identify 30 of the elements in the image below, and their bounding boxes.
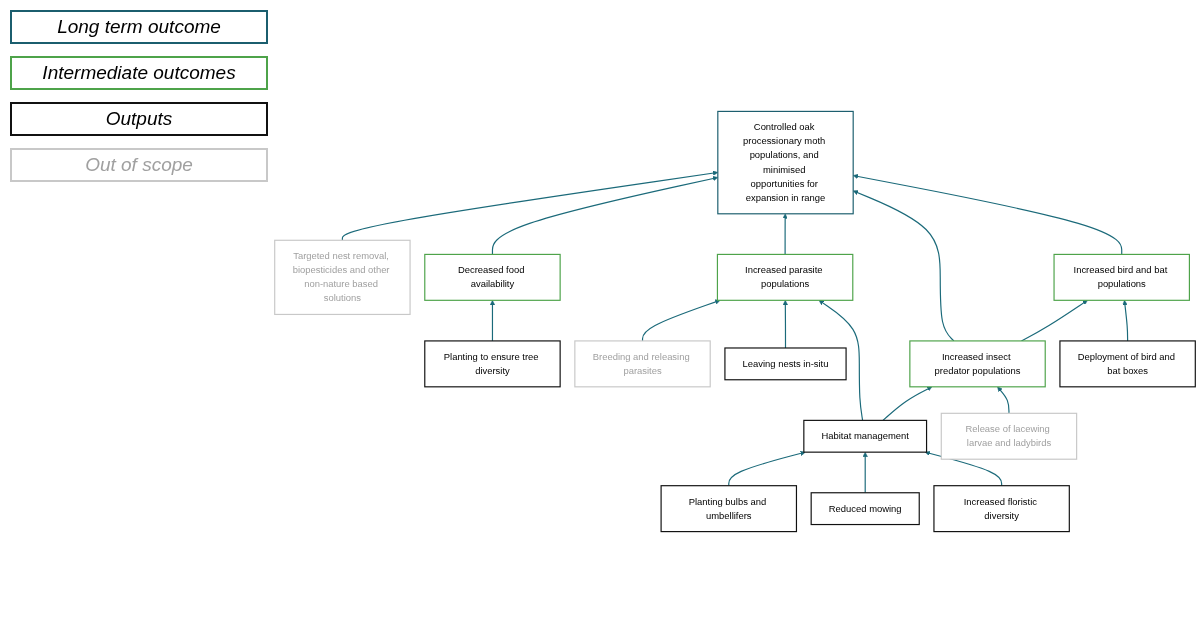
arrow (782, 213, 788, 255)
node-box: Deployment of bird and bat boxes (1059, 340, 1196, 388)
node-box: Leaving nests in-situ (724, 347, 847, 381)
node-box: Controlled oak processionary moth populations, and minimised opportunities for expansion in range (717, 110, 854, 215)
arrow (1122, 300, 1129, 342)
arrow (728, 450, 806, 487)
node-box: Planting bulbs and umbellifers (660, 485, 798, 533)
arrow (862, 451, 868, 494)
node-box: Breeding and releasing parasites (574, 340, 711, 388)
node-box: Increased floristic diversity (933, 485, 1070, 533)
node-box: Increased bird and bat populations (1053, 253, 1190, 301)
legend-entry: Long term outcome (10, 10, 268, 44)
node-box: Increased insect predator populations (909, 340, 1046, 388)
legend-entry: Outputs (10, 102, 268, 136)
arrow (924, 450, 1003, 487)
node-box: Reduced mowing (810, 492, 920, 526)
node-box: Decreased food availability (424, 253, 561, 301)
arrow (882, 386, 933, 421)
node-box: Targeted nest removal, biopesticides and other non-nature based solutions (274, 239, 411, 316)
node-box: Planting to ensure tree diversity (424, 340, 561, 388)
node-box: Release of lacewing larvae and ladybirds (940, 412, 1078, 460)
legend-entry: Out of scope (10, 148, 268, 182)
legend-entry: Intermediate outcomes (10, 56, 268, 90)
arrow (818, 300, 864, 421)
arrow (489, 300, 496, 342)
arrow (641, 299, 721, 342)
arrow (782, 300, 788, 349)
node-box: Habitat management (803, 419, 928, 453)
node-box: Increased parasite populations (716, 253, 854, 301)
arrow (997, 386, 1010, 414)
